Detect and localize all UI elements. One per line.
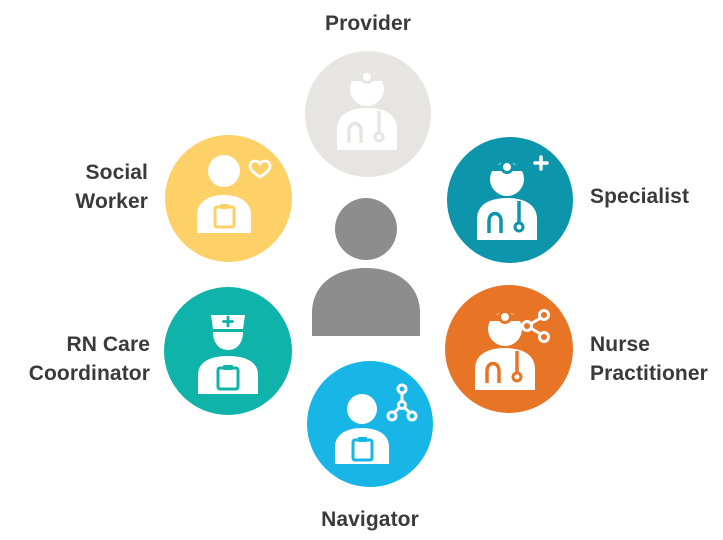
- navigator-circle: [307, 361, 433, 487]
- navigator-label: Navigator: [321, 508, 419, 531]
- nurse-cap-clipboard-icon: [198, 315, 258, 394]
- person-heart-clipboard-icon: [197, 155, 272, 233]
- rn-care-coordinator-circle: [164, 287, 292, 415]
- provider-circle: [305, 51, 431, 177]
- social-worker-label: Social Worker: [75, 161, 148, 213]
- doctor-stethoscope-icon: [337, 70, 397, 150]
- social-worker-circle: [165, 135, 292, 262]
- nurse-practitioner-label: Nurse Practitioner: [590, 333, 708, 385]
- rn-care-coordinator-label: RN Care Coordinator: [28, 333, 150, 385]
- specialist-circle: [447, 137, 573, 263]
- specialist-label: Specialist: [590, 185, 690, 208]
- doctor-share-icon: [475, 309, 550, 390]
- doctor-plus-icon: [477, 155, 549, 240]
- nurse-practitioner-circle: [445, 285, 573, 413]
- person-network-clipboard-icon: [335, 383, 418, 464]
- provider-label: Provider: [325, 12, 411, 35]
- patient-person-icon: [312, 198, 420, 336]
